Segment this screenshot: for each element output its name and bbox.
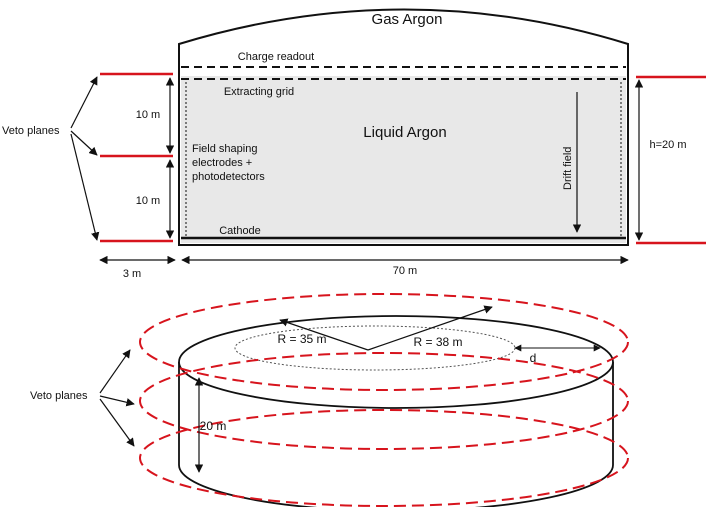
height-label: 20 m [200,419,227,433]
dim-side-label: 3 m [123,268,141,280]
field-shaping-label-1: Field shaping [192,143,257,155]
cylinder-view: R = 35 m R = 38 m d 20 m Veto planes [30,293,629,507]
veto-pointer-3 [70,133,100,241]
field-shaping-label-2: electrodes + [192,157,252,169]
veto-pointer-b2 [99,395,135,407]
d-label: d [530,351,537,365]
field-shaping-label-3: photodetectors [192,171,265,183]
extracting-grid-label: Extracting grid [224,86,294,98]
charge-readout-label: Charge readout [238,51,314,63]
radius-arrow-outer [367,305,493,351]
radius-arrow-inner [279,318,369,351]
r-inner-label: R = 35 m [277,332,326,346]
cylinder-top [178,315,614,409]
dim-height-label: h=20 m [650,139,687,151]
veto-pointer-b1 [99,349,131,394]
liquid-argon-region [181,76,626,243]
liquid-argon-label: Liquid Argon [363,124,446,141]
r-outer-label: R = 38 m [413,335,462,349]
gas-argon-label: Gas Argon [372,11,443,28]
dim-upper-label: 10 m [136,109,160,121]
veto-pointer-2 [70,130,98,156]
veto-ring-mid [139,352,629,450]
cathode-label: Cathode [219,225,261,237]
veto-ring-bottom [139,409,629,507]
dim-lower-label: 10 m [136,195,160,207]
dim-width-label: 70 m [393,265,417,277]
veto-planes-label-top: Veto planes [2,125,60,137]
cross-section: Gas Argon Charge readout Extracting grid… [2,8,706,280]
drift-field-label: Drift field [562,147,574,190]
veto-planes-label-bottom: Veto planes [30,390,88,402]
veto-ring-top [139,293,629,391]
veto-pointer-b3 [99,398,135,447]
veto-pointer-1 [70,76,98,129]
